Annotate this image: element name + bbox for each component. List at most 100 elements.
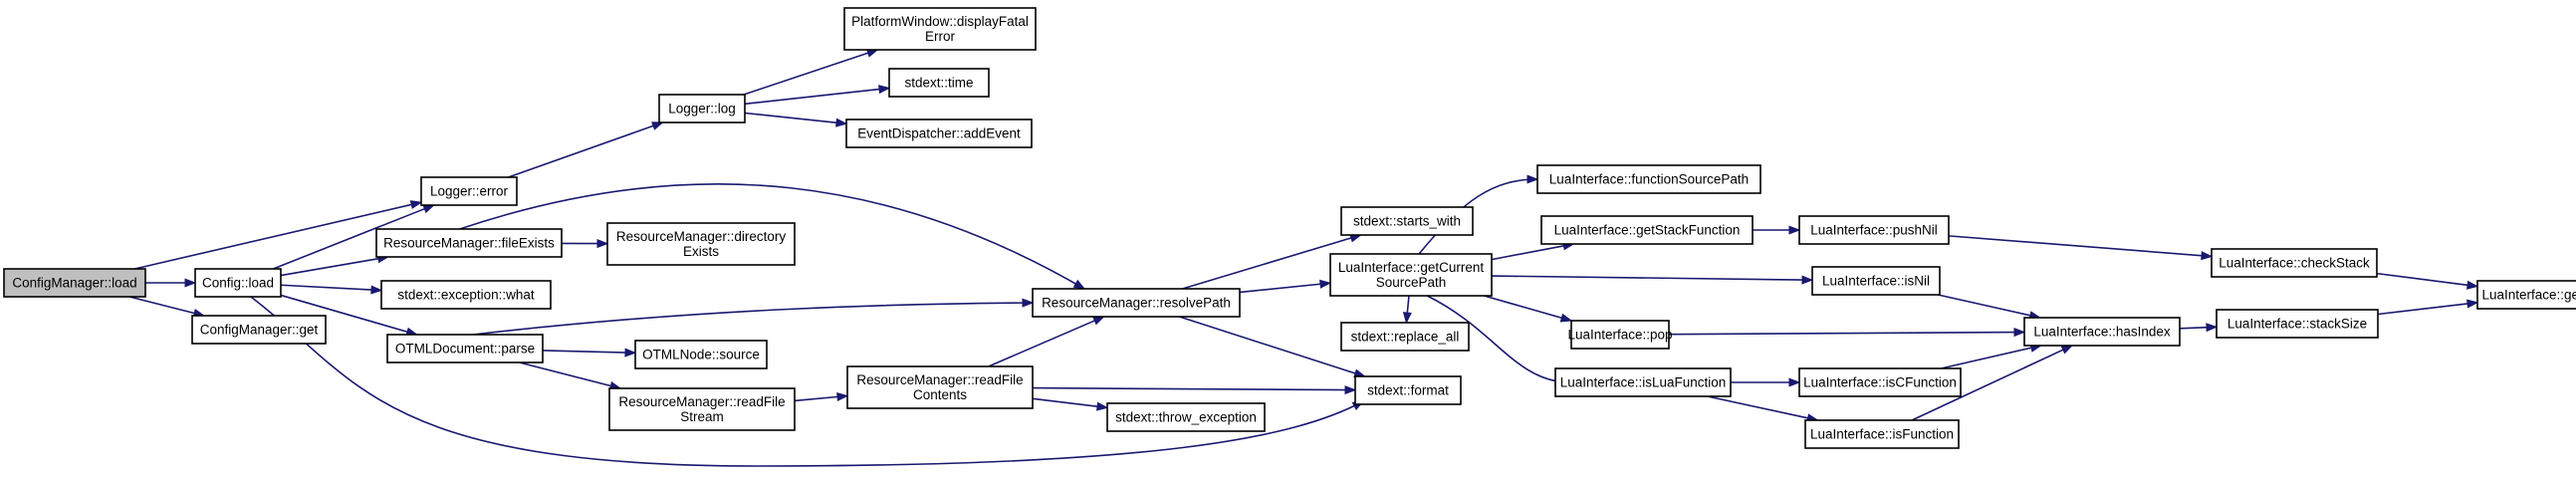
edge-line: [1179, 316, 1357, 375]
node-stdext-throw[interactable]: stdext::throw_exception: [1106, 402, 1266, 432]
edge-li_iscfunc-to-li_hasindex: [1941, 343, 2043, 369]
node-rm-fileexists[interactable]: ResourceManager::fileExists: [375, 228, 563, 258]
node-box: [380, 280, 552, 310]
node-li-getstackfunc[interactable]: LuaInterface::getStackFunction: [1540, 215, 1754, 245]
node-box: [1329, 253, 1493, 297]
edge-cm_load-to-logger_error: [134, 200, 423, 270]
edge-logger_log-to-stdext_time: [744, 85, 891, 106]
edge-li_isnil-to-li_hasindex: [1938, 294, 2042, 321]
node-label: EventDispatcher::addEvent: [857, 126, 1021, 141]
node-label: stdext::starts_with: [1353, 214, 1461, 229]
edge-line: [280, 257, 380, 277]
edge-arrowhead: [2060, 345, 2074, 355]
node-label: Logger::error: [430, 184, 509, 199]
node-box: [1804, 419, 1960, 449]
node-otml-source[interactable]: OTMLNode::source: [634, 340, 768, 369]
node-box: [1340, 322, 1470, 352]
node-li-iscfunc[interactable]: LuaInterface::isCFunction: [1798, 367, 1962, 397]
edges-layer: [128, 49, 2479, 467]
edge-arrowhead: [651, 121, 664, 130]
node-label: LuaInterface::isNil: [1822, 274, 1930, 289]
node-stdext-replace[interactable]: stdext::replace_all: [1340, 322, 1470, 352]
node-box: [1554, 367, 1732, 397]
node-li-isfunc[interactable]: LuaInterface::isFunction: [1804, 419, 1960, 449]
edge-line: [1032, 397, 1099, 408]
node-box: [3, 268, 146, 298]
node-box: [1032, 288, 1241, 318]
edge-arrowhead: [1096, 401, 1109, 411]
node-box: [420, 176, 518, 206]
edge-li_getcurrent-to-li_isnil: [1491, 275, 1814, 285]
edge-rm_readcontents-to-stdext_format: [1032, 385, 1357, 395]
node-ed-addevent[interactable]: EventDispatcher::addEvent: [845, 119, 1033, 148]
node-li-funcsource[interactable]: LuaInterface::functionSourcePath: [1536, 164, 1761, 194]
edge-logger_log-to-ed_addevent: [744, 112, 848, 127]
edge-line: [1182, 236, 1353, 290]
node-label: LuaInterface::hasIndex: [2033, 325, 2171, 340]
edge-line: [1911, 349, 2065, 421]
edge-arrowhead: [1788, 225, 1801, 235]
node-label: LuaInterface::pushNil: [1810, 223, 1938, 238]
node-box: [843, 7, 1037, 51]
node-logger-error[interactable]: Logger::error: [420, 176, 518, 206]
node-label: LuaInterface::checkStack: [2219, 256, 2370, 271]
node-label: SourcePath: [1376, 275, 1447, 290]
node-label: ResourceManager::fileExists: [383, 236, 555, 251]
edge-li_checkstack-to-li_gettop: [2376, 272, 2479, 290]
node-box: [658, 94, 746, 123]
node-label: ResourceManager::readFile: [618, 394, 785, 409]
edge-line: [134, 203, 413, 270]
node-label: LuaInterface::isLuaFunction: [1560, 375, 1727, 390]
node-box: [2211, 248, 2378, 278]
node-li-pushnil[interactable]: LuaInterface::pushNil: [1798, 215, 1950, 245]
edge-line: [1484, 295, 1563, 320]
node-box: [1540, 215, 1754, 245]
edge-config_load-to-rm_fileexists: [280, 254, 390, 277]
node-li-gettop[interactable]: LuaInterface::getTop: [2476, 280, 2576, 310]
node-box: [386, 334, 544, 363]
edge-li_getcurrent-to-stdext_replace: [1402, 295, 1412, 325]
edge-otml_parse-to-rm_resolvepath: [472, 298, 1035, 336]
node-label: LuaInterface::isFunction: [1810, 427, 1954, 442]
node-stdext-exwhat[interactable]: stdext::exception::what: [380, 280, 552, 310]
node-box: [1354, 375, 1462, 405]
node-li-pop[interactable]: LuaInterface::pop: [1567, 320, 1673, 350]
node-box: [2023, 317, 2181, 347]
node-label: LuaInterface::getStackFunction: [1554, 223, 1741, 238]
edge-arrowhead: [1559, 313, 1573, 323]
node-li-isnil[interactable]: LuaInterface::isNil: [1811, 266, 1941, 296]
node-label: Logger::log: [668, 102, 736, 117]
node-cm-get[interactable]: ConfigManager::get: [191, 315, 327, 345]
node-stdext-format[interactable]: stdext::format: [1354, 375, 1462, 405]
edge-li_hasindex-to-li_stacksize: [2179, 323, 2219, 333]
node-stdext-starts[interactable]: stdext::starts_with: [1340, 206, 1474, 236]
node-label: stdext::time: [904, 76, 973, 91]
edge-line: [1948, 235, 2204, 257]
node-cm-load[interactable]: ConfigManager::load: [3, 268, 146, 298]
edge-line: [1406, 295, 1410, 315]
node-li-stacksize[interactable]: LuaInterface::stackSize: [2216, 309, 2379, 339]
node-label: LuaInterface::pop: [1567, 328, 1672, 343]
edge-arrowhead: [2466, 299, 2479, 309]
edge-otml_parse-to-otml_source: [542, 348, 637, 358]
node-li-hasindex[interactable]: LuaInterface::hasIndex: [2023, 317, 2181, 347]
node-config-load[interactable]: Config::load: [194, 268, 282, 298]
node-label: ConfigManager::get: [200, 323, 319, 338]
node-li-checkstack[interactable]: LuaInterface::checkStack: [2211, 248, 2378, 278]
node-label: ResourceManager::directory: [616, 229, 787, 244]
node-rm-resolvepath[interactable]: ResourceManager::resolvePath: [1032, 288, 1241, 318]
edge-arrowhead: [2013, 328, 2026, 338]
node-otml-parse[interactable]: OTMLDocument::parse: [386, 334, 544, 363]
node-label: ConfigManager::load: [12, 276, 136, 291]
node-label: PlatformWindow::displayFatal: [851, 14, 1029, 29]
edge-line: [1418, 178, 1538, 255]
node-logger-log[interactable]: Logger::log: [658, 94, 746, 123]
node-li-isluafunc[interactable]: LuaInterface::isLuaFunction: [1554, 367, 1732, 397]
node-stdext-time[interactable]: stdext::time: [888, 68, 990, 98]
